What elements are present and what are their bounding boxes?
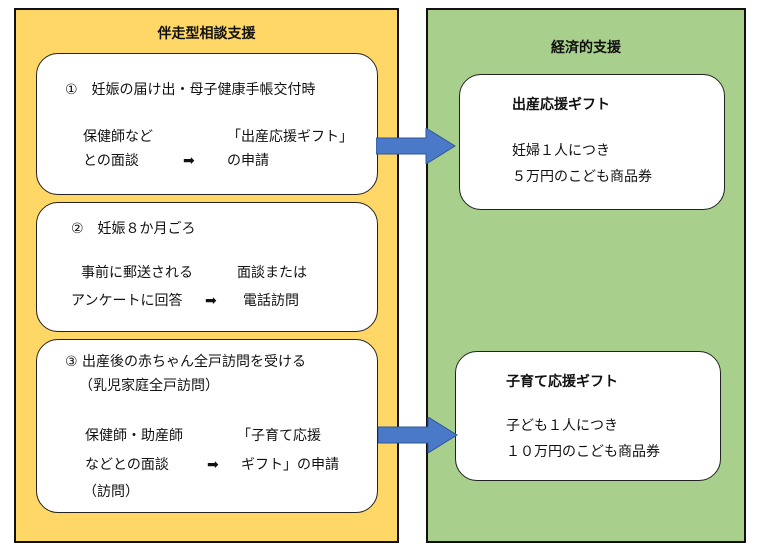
step2-left-line2: アンケートに回答 — [71, 293, 183, 309]
birth-gift-card: 出産応援ギフト 妊婦１人につき ５万円のこども商品券 — [459, 74, 725, 210]
step3-subheading: （乳児家庭全戸訪問） — [79, 378, 219, 394]
step3-left-line3: （訪問） — [83, 484, 139, 500]
step3-left-line1: 保健師・助産師 — [85, 428, 183, 444]
step3-right-line1: 「子育て応援 — [237, 428, 321, 444]
step3-left-line2: などとの面談 — [85, 457, 169, 473]
step1-right-line1: 「出産応援ギフト」 — [227, 129, 353, 145]
step1-arrow-icon: ➡ — [183, 153, 195, 169]
step1-heading: ① 妊娠の届け出・母子健康手帳交付時 — [65, 82, 316, 98]
birth-gift-line1: 妊婦１人につき — [512, 143, 610, 159]
arrow-to-birth-gift-icon — [376, 128, 456, 164]
childcare-gift-title: 子育て応援ギフト — [506, 374, 618, 390]
step2-heading: ② 妊娠８か月ごろ — [71, 221, 196, 237]
support-consultation-title: 伴走型相談支援 — [157, 26, 256, 42]
step3-arrow-icon: ➡ — [207, 457, 219, 473]
childcare-gift-line1: 子ども１人につき — [506, 418, 618, 434]
step1-left-line1: 保健師など — [83, 129, 153, 145]
birth-gift-line2: ５万円のこども商品券 — [512, 169, 652, 185]
step2-card: ② 妊娠８か月ごろ 事前に郵送される アンケートに回答 ➡ 面談または 電話訪問 — [36, 202, 378, 332]
step2-right-line1: 面談または — [237, 265, 307, 281]
step2-left-line1: 事前に郵送される — [81, 265, 193, 281]
arrow-to-childcare-gift-icon — [378, 417, 458, 453]
step1-left-line2: との面談 — [83, 153, 139, 169]
step3-heading: ③ 出産後の赤ちゃん全戸訪問を受ける — [65, 354, 306, 370]
step2-right-line2: 電話訪問 — [243, 293, 299, 309]
step1-right-line2: の申請 — [227, 153, 269, 169]
step3-right-line2: ギフト」の申請 — [241, 457, 339, 473]
childcare-gift-card: 子育て応援ギフト 子ども１人につき １０万円のこども商品券 — [455, 351, 721, 481]
step1-card: ① 妊娠の届け出・母子健康手帳交付時 保健師など との面談 ➡ 「出産応援ギフト… — [36, 53, 378, 195]
step3-card: ③ 出産後の赤ちゃん全戸訪問を受ける （乳児家庭全戸訪問） 保健師・助産師 など… — [36, 339, 378, 513]
financial-support-title: 経済的支援 — [551, 40, 621, 56]
birth-gift-title: 出産応援ギフト — [512, 97, 610, 113]
step2-arrow-icon: ➡ — [205, 293, 217, 309]
childcare-gift-line2: １０万円のこども商品券 — [506, 444, 660, 460]
